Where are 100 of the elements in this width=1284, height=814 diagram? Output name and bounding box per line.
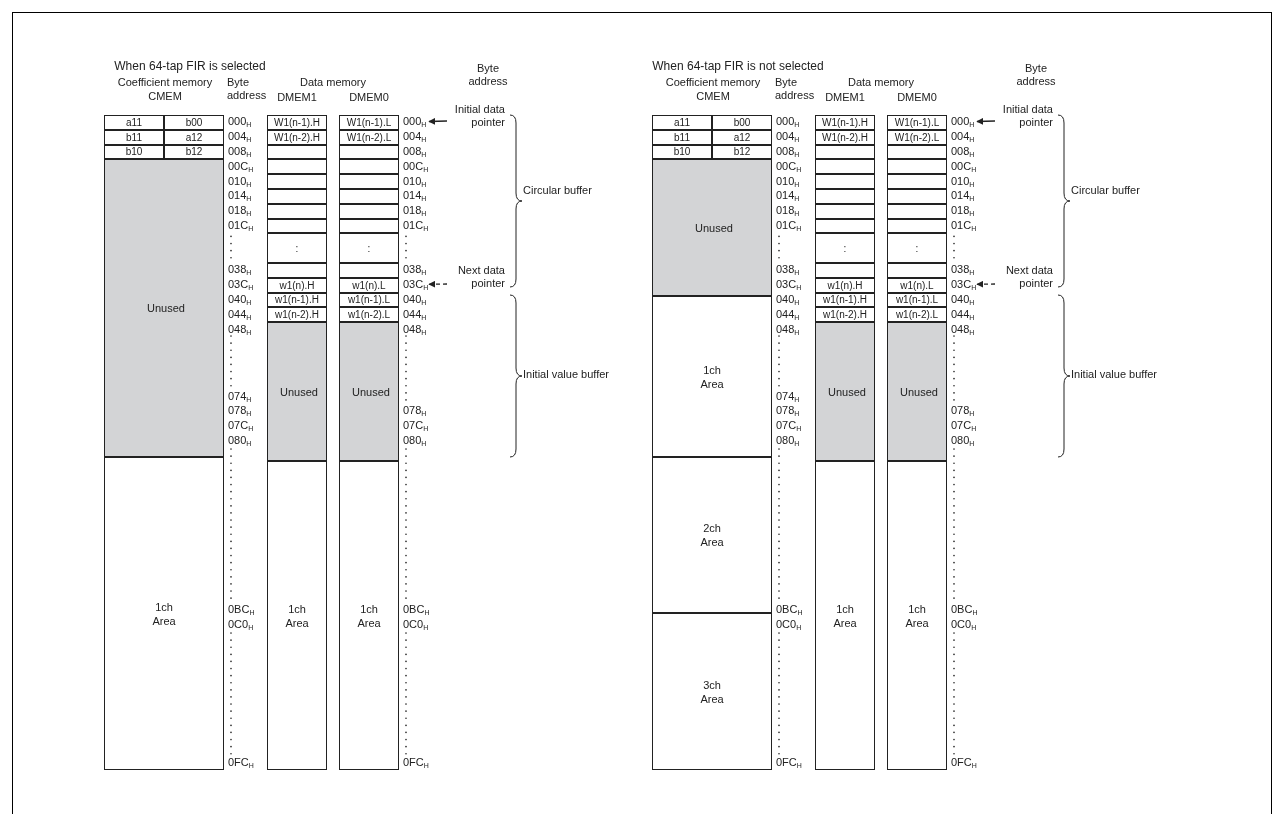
cell-text: W1(n-1).L [346, 116, 392, 128]
address-label: 018$_{H}$ [228, 204, 252, 218]
pointer-arrow [428, 280, 448, 288]
memory-cell [815, 233, 875, 263]
cell-text: 1ch Area [699, 362, 725, 391]
cell-text: w1(n-2).L [347, 309, 391, 321]
address-label: 044$_{H}$ [776, 307, 800, 321]
cell-text: b10 [125, 146, 143, 158]
text-label: Byte address [227, 76, 267, 102]
panel-title: Byte address [775, 76, 815, 102]
address-label: 004$_{H}$ [228, 130, 252, 144]
address-label: 080$_{H}$ [403, 434, 427, 447]
address-label: 00C$_{H}$ [228, 159, 254, 173]
cell-text: w1(n-1).L [347, 294, 391, 306]
memory-area [652, 457, 772, 613]
address-label: 074$_{H}$ [228, 390, 252, 403]
address-label: 0FC$_{H}$ [776, 756, 802, 769]
address-label: 07C$_{H}$ [228, 419, 254, 432]
address-label: 004$_{H}$ [776, 130, 800, 144]
memory-cell [652, 115, 712, 130]
pointer-arrow [976, 117, 996, 125]
address-label: 07C$_{H}$ [776, 419, 802, 432]
cell-text: 3ch Area [699, 677, 725, 706]
address-label: 074$_{H}$ [776, 390, 800, 403]
cell-text: a12 [733, 131, 751, 143]
address-label: 004$_{H}$ [951, 130, 975, 144]
memory-cell [815, 115, 875, 130]
text-label: Data memory [848, 76, 914, 89]
memory-cell [815, 263, 875, 278]
address-label: 018$_{H}$ [776, 204, 800, 218]
memory-cell [887, 233, 947, 263]
address-label: 07C$_{H}$ [951, 419, 977, 432]
memory-cell [815, 307, 875, 323]
memory-cell [339, 233, 399, 263]
address-label: 080$_{H}$ [951, 434, 975, 447]
address-label: 014$_{H}$ [403, 189, 427, 203]
cell-text: W1(n-1).H [273, 116, 321, 128]
address-label: 078$_{H}$ [776, 404, 800, 417]
address-label: 010$_{H}$ [228, 174, 252, 188]
memory-cell [339, 307, 399, 323]
address-label: 000$_{H}$ [951, 115, 977, 129]
memory-cell [267, 115, 327, 130]
text-label: Byte address [1015, 62, 1057, 88]
memory-cell [887, 263, 947, 278]
text-label: DMEM1 [277, 91, 317, 104]
address-label: 048$_{H}$ [228, 322, 252, 336]
address-label: 010$_{H}$ [403, 174, 427, 188]
address-label: 010$_{H}$ [951, 174, 975, 188]
cell-text: b00 [733, 116, 751, 128]
address-label: 004$_{H}$ [403, 130, 427, 144]
cell-text: w1(n-2).L [895, 309, 939, 321]
address-label: 000$_{H}$ [228, 115, 252, 129]
address-label: 078$_{H}$ [228, 404, 252, 417]
address-label: 044$_{H}$ [228, 307, 252, 321]
cell-text: b11 [126, 131, 142, 143]
cell-text: w1(n-2).H [823, 309, 867, 321]
memory-cell [339, 263, 399, 278]
cell-text: b10 [673, 146, 691, 158]
address-label: 03C$_{H}$ [403, 278, 429, 292]
cell-text: W1(n-1).L [894, 116, 940, 128]
address-label: 00C$_{H}$ [776, 159, 802, 173]
memory-cell [887, 189, 947, 204]
unused-region [267, 322, 327, 461]
pointer-label: Next data pointer [995, 264, 1053, 290]
unused-region [652, 159, 772, 296]
address-label: 0C0$_{H}$ [228, 618, 254, 631]
address-label: 038$_{H}$ [776, 263, 800, 277]
address-label: 0C0$_{H}$ [776, 618, 802, 631]
address-label: 008$_{H}$ [228, 145, 252, 158]
text-label: DMEM0 [349, 91, 389, 104]
memory-area [652, 613, 772, 770]
address-label: 008$_{H}$ [776, 145, 800, 158]
cell-text: : [367, 242, 371, 254]
cell-text: b00 [185, 116, 203, 128]
memory-cell [164, 115, 224, 130]
address-label: 040$_{H}$ [951, 293, 975, 306]
pointer-arrow [428, 117, 448, 125]
address-label: 040$_{H}$ [228, 293, 252, 306]
address-label: 014$_{H}$ [228, 189, 252, 203]
cell-text: b11 [674, 131, 690, 143]
cell-text: b12 [185, 146, 203, 158]
cell-text: w1(n).H [279, 279, 315, 291]
address-label: 00C$_{H}$ [403, 159, 429, 173]
unused-region [815, 322, 875, 461]
pointer-arrow [976, 280, 996, 288]
cell-text: w1(n-1).L [895, 294, 939, 306]
address-label: 018$_{H}$ [403, 204, 427, 218]
text-label: Byte address [467, 62, 509, 88]
address-label: 014$_{H}$ [951, 189, 975, 203]
cell-text: w1(n-1).H [823, 294, 867, 306]
cell-text: 1ch Area [284, 601, 310, 630]
memory-cell [815, 174, 875, 189]
cell-text: a12 [185, 131, 203, 143]
address-label: 040$_{H}$ [403, 293, 427, 306]
address-label: 044$_{H}$ [951, 307, 975, 321]
address-label: 07C$_{H}$ [403, 419, 429, 432]
text-label: DMEM1 [825, 91, 865, 104]
cell-text: a11 [126, 116, 142, 128]
address-label: 00C$_{H}$ [951, 159, 977, 173]
cell-text: 2ch Area [699, 521, 725, 549]
